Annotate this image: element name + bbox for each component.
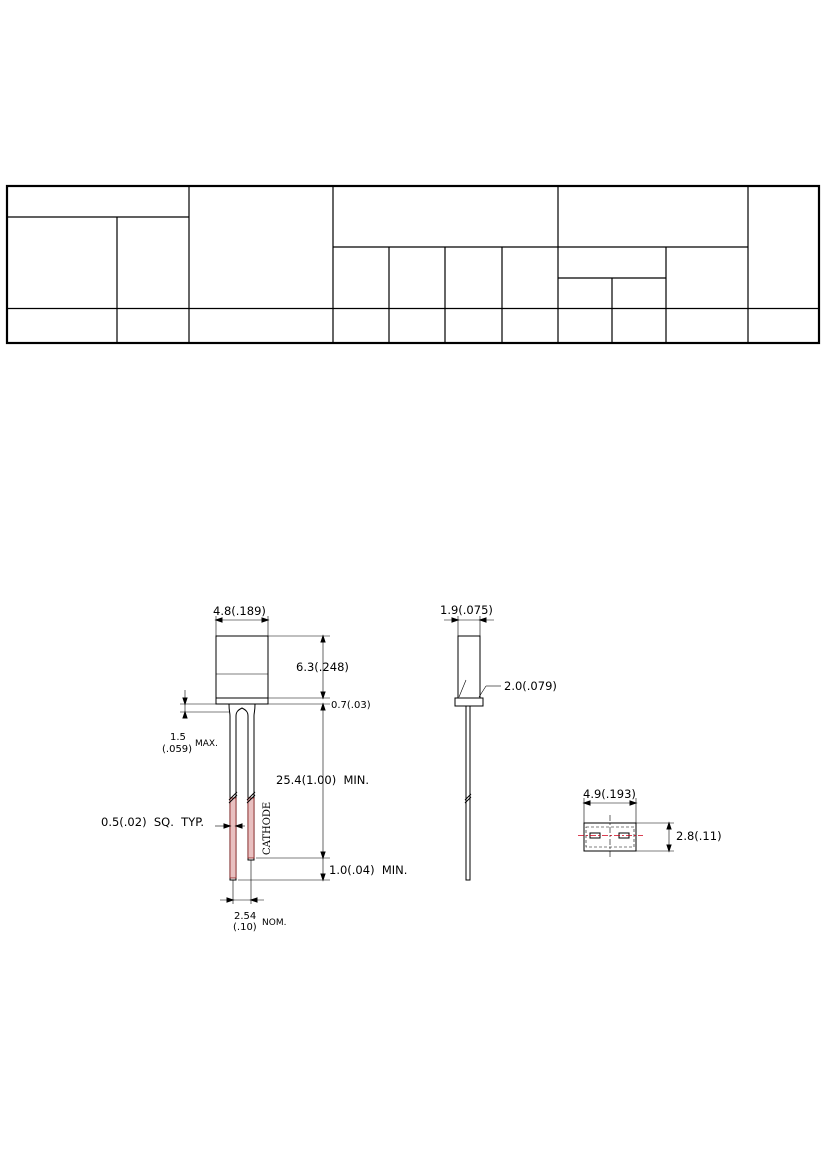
arrow <box>226 897 258 903</box>
spacing-suffix: NOM. <box>262 918 286 928</box>
meniscus-dim-bottom: (.059) <box>162 744 192 755</box>
spacing-dim-bottom: (.10) <box>233 922 257 933</box>
lead-left-hatch <box>229 797 237 879</box>
lead-break <box>464 796 472 804</box>
top-view <box>578 798 674 858</box>
led-flange <box>215 697 269 705</box>
arrow <box>666 821 672 853</box>
lead-break <box>228 794 238 804</box>
table-outer-border <box>5 184 821 345</box>
spec-table <box>5 184 821 345</box>
lead-left <box>228 703 256 881</box>
lead-length-dim: 25.4(1.00) MIN. <box>276 773 369 787</box>
side-view <box>444 616 501 881</box>
lead-break <box>246 794 256 804</box>
arrow <box>223 823 243 829</box>
led-body <box>215 635 269 699</box>
front-view <box>180 616 330 904</box>
arrow <box>320 634 326 700</box>
arrow <box>320 702 326 860</box>
side-lead <box>465 705 471 881</box>
side-body <box>457 635 481 699</box>
cathode-label: CATHODE <box>262 802 273 855</box>
lead-break <box>228 791 238 801</box>
flange-dim: 0.7(.03) <box>331 700 371 711</box>
top-width-dim: 4.9(.193) <box>583 787 636 801</box>
lead-end-dim: 1.0(.04) MIN. <box>329 863 407 877</box>
lead-size-dim: 0.5(.02) SQ. TYP. <box>101 815 204 829</box>
lead-break <box>464 793 472 801</box>
side-flange <box>454 697 484 707</box>
side-width-dim: 1.9(.075) <box>440 603 493 617</box>
lead-right-hatch <box>247 797 255 859</box>
spacing-dim-top: 2.54 <box>234 911 256 922</box>
arrow <box>582 800 638 806</box>
body-height-dim: 6.3(.248) <box>296 660 349 674</box>
arrow <box>214 617 270 623</box>
arrow <box>320 873 326 882</box>
front-width-dim: 4.8(.189) <box>213 604 266 618</box>
arrow <box>451 617 487 623</box>
lead-break <box>246 791 256 801</box>
leader <box>478 685 487 698</box>
leader <box>458 679 467 698</box>
arrow <box>182 697 188 719</box>
side-flange-dim: 2.0(.079) <box>504 679 557 693</box>
meniscus-dim-top: 1.5 <box>170 732 186 743</box>
top-height-dim: 2.8(.11) <box>676 829 722 843</box>
meniscus-suffix: MAX. <box>195 739 218 749</box>
